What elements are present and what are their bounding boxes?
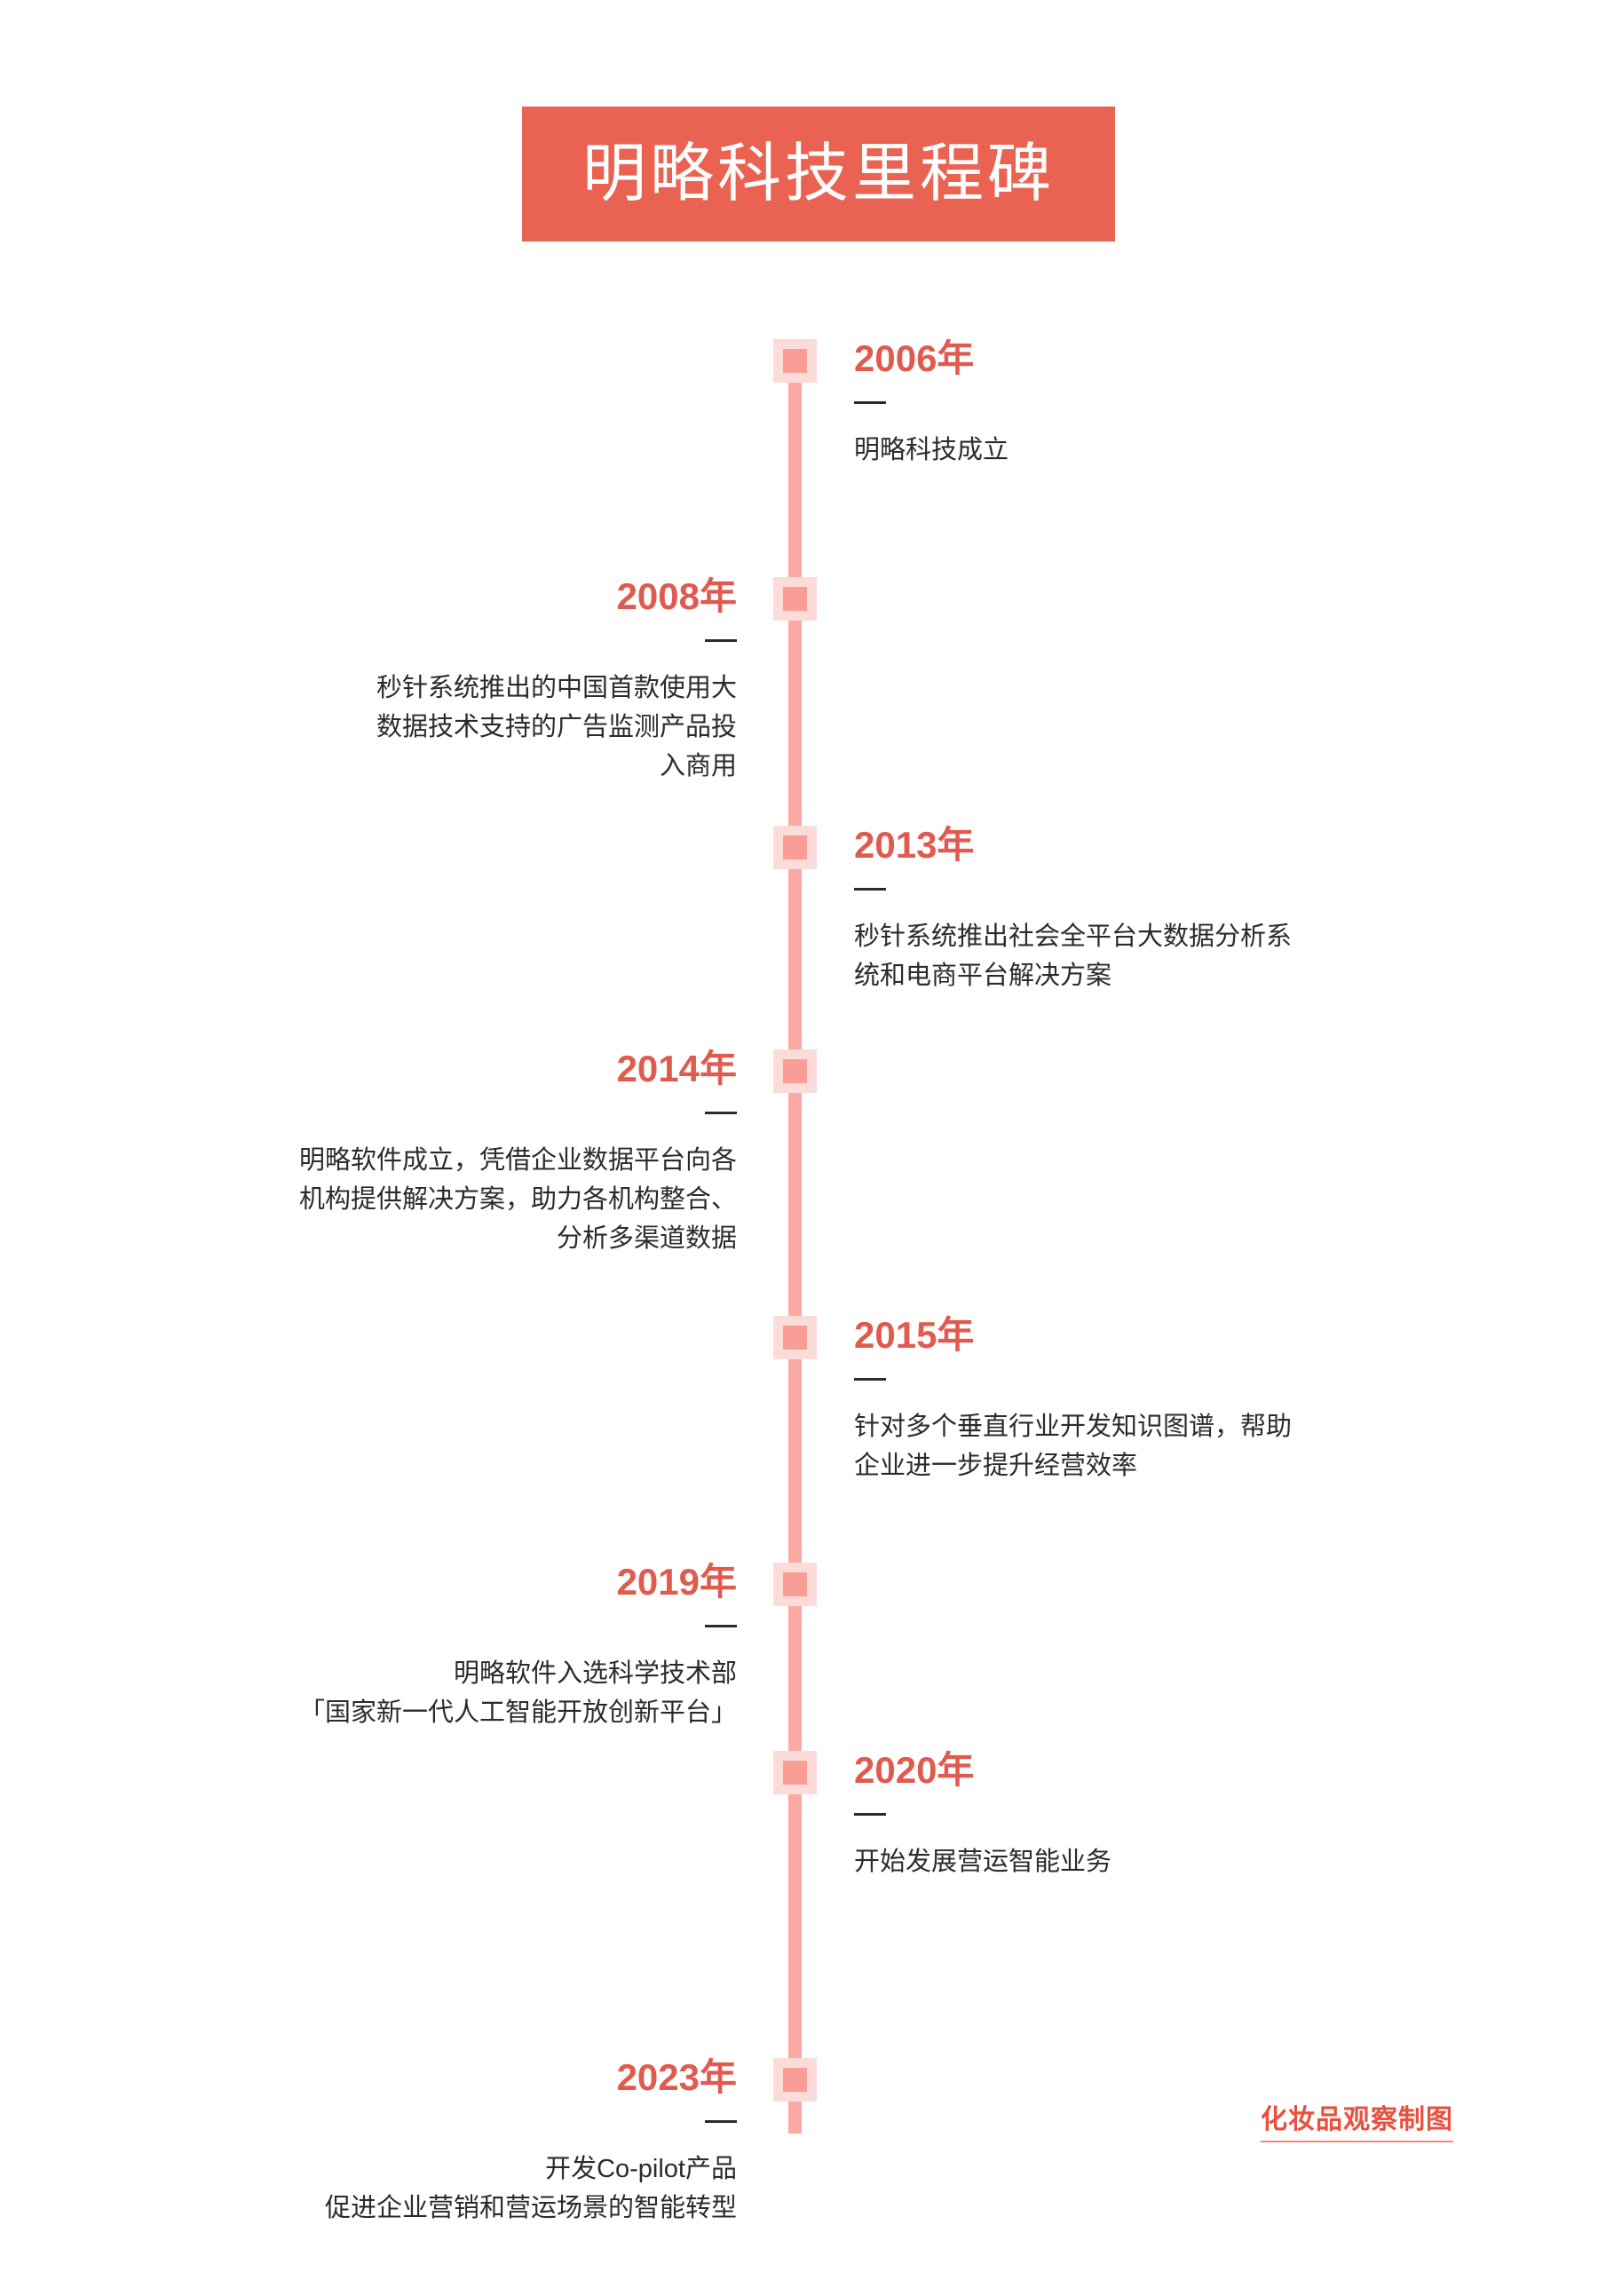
timeline-entry-divider xyxy=(160,639,737,643)
timeline-entry-description: 明略科技成立 xyxy=(854,436,1009,465)
dash-rule-icon xyxy=(854,888,886,891)
timeline-entry-description: 开发Co-pilot产品 促进企业营销和营运场景的智能转型 xyxy=(324,2155,737,2223)
timeline-entry-content: 2020年开始发展营运智能业务 xyxy=(854,1749,1493,1881)
dash-rule-icon xyxy=(854,1378,886,1382)
timeline-entry-description: 针对多个垂直行业开发知识图谱，帮助 企业进一步提升经营效率 xyxy=(854,1413,1293,1481)
timeline-marker-square-icon xyxy=(773,1316,817,1359)
timeline-entry-year: 2020年 xyxy=(854,1749,975,1791)
timeline-marker-square-icon xyxy=(773,2058,817,2102)
timeline-entry-description: 明略软件入选科学技术部 「国家新一代人工智能开放创新平台」 xyxy=(298,1659,737,1728)
timeline-marker-inner-icon xyxy=(783,587,807,611)
title-banner: 明略科技里程碑 xyxy=(522,107,1115,241)
timeline-marker-inner-icon xyxy=(783,1761,807,1785)
timeline-entry-divider xyxy=(854,1813,1493,1817)
timeline-entry-year: 2008年 xyxy=(616,575,737,617)
timeline-entry-content: 2019年明略软件入选科学技术部 「国家新一代人工智能开放创新平台」 xyxy=(160,1561,737,1732)
timeline-entry-divider xyxy=(160,1112,737,1115)
timeline-entry-year: 2015年 xyxy=(854,1314,975,1356)
timeline-entry-content: 2014年明略软件成立，凭借企业数据平台向各 机构提供解决方案，助力各机构整合、… xyxy=(160,1049,737,1258)
timeline-entry-content: 2013年秒针系统推出社会全平台大数据分析系 统和电商平台解决方案 xyxy=(854,824,1493,995)
timeline-entry-description: 秒针系统推出社会全平台大数据分析系 统和电商平台解决方案 xyxy=(854,922,1293,991)
timeline-marker-inner-icon xyxy=(783,835,807,859)
dash-rule-icon xyxy=(705,639,737,643)
timeline-entry-divider xyxy=(160,2120,737,2124)
timeline-entry-divider xyxy=(854,888,1493,891)
timeline-marker-square-icon xyxy=(773,1563,817,1606)
dash-rule-icon xyxy=(705,2120,737,2124)
timeline-marker-inner-icon xyxy=(783,1326,807,1350)
dash-rule-icon xyxy=(705,1112,737,1115)
timeline-marker-inner-icon xyxy=(783,1572,807,1596)
timeline-entry-content: 2023年开发Co-pilot产品 促进企业营销和营运场景的智能转型 xyxy=(160,2056,737,2228)
timeline-entry-year: 2013年 xyxy=(854,824,975,866)
timeline-marker-square-icon xyxy=(773,339,817,383)
page-title: 明略科技里程碑 xyxy=(581,139,1055,210)
timeline-entry-year: 2023年 xyxy=(616,2056,737,2098)
timeline-entry-content: 2006年明略科技成立 xyxy=(854,337,1493,470)
timeline-marker-square-icon xyxy=(773,1751,817,1794)
timeline-entry-divider xyxy=(854,1378,1493,1382)
timeline-entry-description: 开始发展营运智能业务 xyxy=(854,1848,1112,1877)
timeline-entry-description: 明略软件成立，凭借企业数据平台向各 机构提供解决方案，助力各机构整合、 分析多渠… xyxy=(298,1146,737,1254)
timeline-marker-inner-icon xyxy=(783,349,807,373)
timeline-entry-divider xyxy=(854,401,1493,405)
dash-rule-icon xyxy=(854,1813,886,1817)
timeline-marker-inner-icon xyxy=(783,2068,807,2092)
timeline-axis-line xyxy=(788,344,802,2134)
timeline-marker-square-icon xyxy=(773,826,817,869)
timeline-entry-divider xyxy=(160,1625,737,1628)
timeline-marker-square-icon xyxy=(773,577,817,621)
dash-rule-icon xyxy=(854,401,886,405)
timeline-marker-inner-icon xyxy=(783,1059,807,1083)
timeline-entry-year: 2006年 xyxy=(854,337,975,379)
timeline-entry-year: 2019年 xyxy=(616,1561,737,1603)
timeline-entry-description: 秒针系统推出的中国首款使用大 数据技术支持的广告监测产品投 入商用 xyxy=(376,674,737,781)
timeline-entry-year: 2014年 xyxy=(616,1048,737,1089)
credit-watermark: 化妆品观察制图 xyxy=(1261,2097,1453,2142)
timeline-entry-content: 2008年秒针系统推出的中国首款使用大 数据技术支持的广告监测产品投 入商用 xyxy=(160,575,737,786)
timeline-marker-square-icon xyxy=(773,1049,817,1093)
dash-rule-icon xyxy=(705,1625,737,1628)
timeline-entry-content: 2015年针对多个垂直行业开发知识图谱，帮助 企业进一步提升经营效率 xyxy=(854,1314,1493,1485)
